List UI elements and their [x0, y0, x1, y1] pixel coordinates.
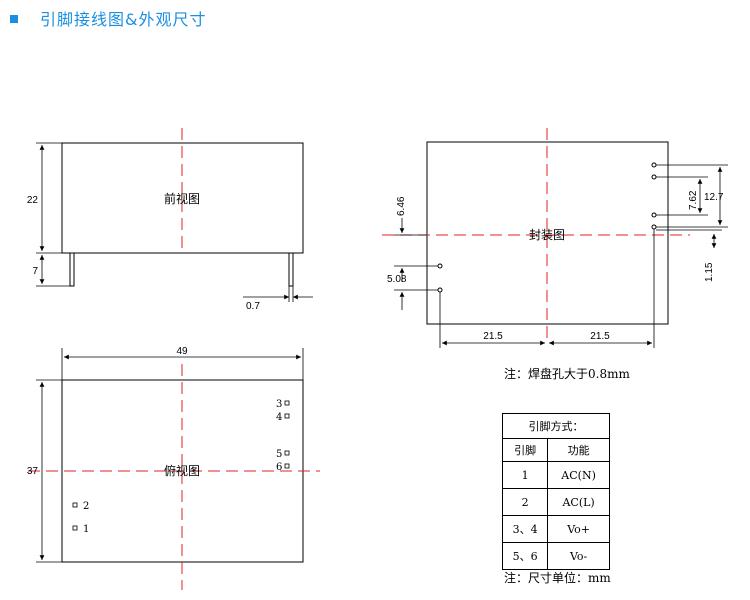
pkg-pin-right-2 [651, 174, 657, 180]
pkg-pin-left-upper [437, 263, 443, 269]
hole-note: 注：焊盘孔大于0.8mm [504, 367, 630, 381]
pin-cell: 2 [501, 488, 549, 516]
pkg-bottom-right-label: 21.5 [590, 331, 610, 342]
pin-table-header-func: 功能 [547, 438, 610, 462]
top-pin-6 [284, 463, 290, 469]
front-body [61, 142, 304, 254]
pin-6-label: 6 [276, 462, 282, 473]
package-view: 封装图 6.46 5.08 21.5 21.5 7.6 [382, 128, 728, 348]
table-row: 5、6 Vo- [501, 542, 610, 570]
pkg-right-outer-label: 12.7 [704, 192, 724, 203]
pkg-right-small-label: 1.15 [704, 262, 715, 282]
top-view: 俯视图 49 37 3 4 5 6 2 1 [27, 346, 320, 590]
section-title: 引脚接线图&外观尺寸 [40, 10, 207, 29]
pkg-pin-right-3 [651, 212, 657, 218]
func-cell: AC(N) [547, 461, 610, 489]
pkg-left-lower-label: 5.08 [387, 274, 407, 285]
bullet-icon [10, 15, 18, 23]
width-label: 49 [176, 346, 188, 357]
pkg-right-inner-label: 7.62 [688, 190, 699, 210]
pin-cell: 1 [501, 461, 549, 489]
top-pin-1 [72, 525, 78, 531]
top-pin-5 [284, 450, 290, 456]
table-row: 2 AC(L) [501, 488, 610, 516]
top-pin-2 [72, 502, 78, 508]
front-pin-left [69, 252, 75, 287]
pin-length-label: 7 [32, 266, 38, 277]
pin-5-label: 5 [276, 449, 282, 460]
pkg-left-upper-label: 6.46 [396, 196, 407, 216]
pkg-bottom-left-label: 21.5 [483, 331, 503, 342]
func-cell: Vo+ [547, 515, 610, 543]
pin-2-label: 2 [83, 501, 89, 512]
pin-function-table: 引脚方式： 引脚 功能 1 AC(N) 2 AC(L) 3、4 Vo+ 5、6 … [501, 413, 610, 570]
pin-cell: 5、6 [501, 542, 549, 570]
package-view-label: 封装图 [529, 228, 565, 242]
top-view-label: 俯视图 [164, 463, 200, 478]
front-view: 前视图 22 7 0.7 [27, 128, 313, 312]
top-pin-3 [284, 400, 290, 406]
pin-3-label: 3 [276, 399, 282, 410]
unit-note: 注：尺寸单位：mm [504, 571, 611, 585]
func-cell: Vo- [547, 542, 610, 570]
top-pin-4 [284, 413, 290, 419]
front-view-label: 前视图 [164, 191, 200, 206]
pin-cell: 3、4 [501, 515, 549, 543]
pin-1-label: 1 [83, 524, 89, 535]
package-body [426, 141, 669, 325]
pin-width-label: 0.7 [246, 301, 260, 312]
pin-4-label: 4 [276, 412, 282, 423]
pkg-pin-right-1 [651, 162, 657, 168]
depth-label: 37 [27, 466, 39, 477]
section-header: 引脚接线图&外观尺寸 [10, 6, 206, 30]
table-row: 3、4 Vo+ [501, 515, 610, 543]
table-row: 1 AC(N) [501, 461, 610, 489]
func-cell: AC(L) [547, 488, 610, 516]
pkg-pin-left-lower [437, 287, 443, 293]
front-height-label: 22 [27, 195, 39, 206]
front-pin-right [288, 252, 294, 287]
pkg-pin-right-4 [651, 224, 657, 230]
pin-table-caption: 引脚方式： [502, 413, 610, 439]
pin-table-header-pin: 引脚 [501, 438, 549, 462]
